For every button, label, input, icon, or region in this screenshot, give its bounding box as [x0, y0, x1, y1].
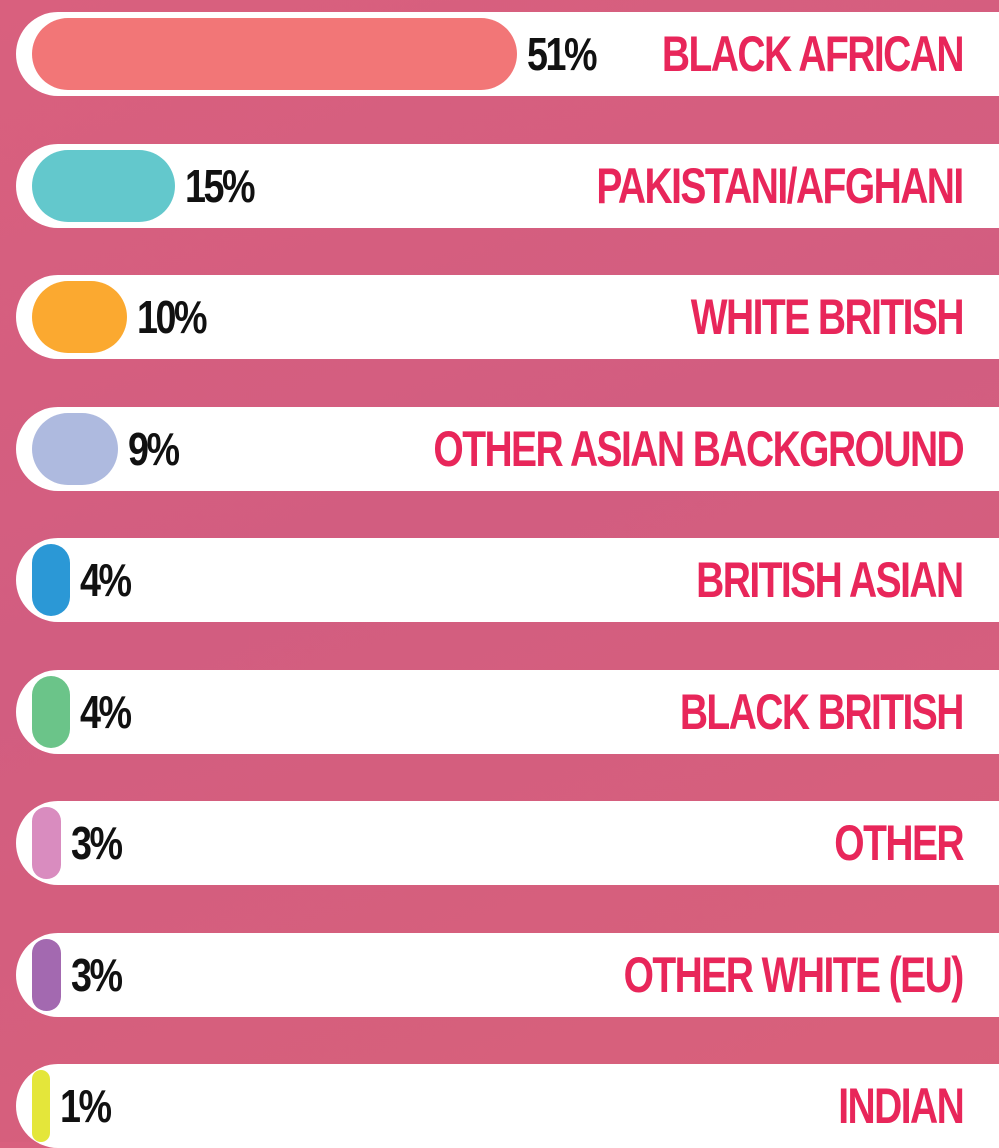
bar-value-label: 10% [137, 291, 208, 343]
bar [32, 281, 127, 353]
bar [32, 807, 61, 879]
bar-row: 9% OTHER ASIAN BACKGROUND [16, 406, 999, 491]
bar [32, 18, 517, 90]
category-label: BLACK BRITISH [679, 683, 965, 740]
bar-row: 10% WHITE BRITISH [16, 275, 999, 359]
bar-value-label: 1% [60, 1080, 112, 1132]
bar-value-label: 3% [70, 817, 123, 869]
bar-row: 4% BRITISH ASIAN [16, 538, 999, 622]
bar-value-label: 4% [80, 685, 132, 738]
bar [32, 412, 118, 485]
category-label: OTHER [834, 815, 964, 871]
bar-row: 15% PAKISTANI/AFGHANI [16, 143, 999, 228]
bar-value-label: 9% [127, 422, 180, 475]
bar [32, 149, 175, 222]
bar [32, 938, 61, 1011]
category-label: WHITE BRITISH [690, 289, 965, 345]
category-label: INDIAN [838, 1078, 965, 1134]
category-label: OTHER WHITE (EU) [623, 946, 965, 1003]
category-label: BLACK AFRICAN [661, 26, 965, 82]
bar [32, 675, 70, 748]
bar-row: 3% OTHER WHITE (EU) [16, 932, 999, 1017]
bar-value-label: 4% [80, 554, 132, 606]
category-label: BRITISH ASIAN [696, 552, 965, 608]
bar-row: 3% OTHER [16, 801, 999, 885]
bar-value-label: 51% [526, 28, 598, 80]
bar-value-label: 3% [70, 948, 123, 1001]
category-label: OTHER ASIAN BACKGROUND [433, 420, 964, 477]
bar-row: 1% INDIAN [16, 1064, 999, 1148]
category-label: PAKISTANI/AFGHANI [596, 157, 965, 214]
bar-row: 51% BLACK AFRICAN [16, 12, 999, 96]
bar [32, 1070, 50, 1142]
bar-value-label: 15% [184, 159, 256, 212]
bar [32, 544, 70, 616]
bar-row: 4% BLACK BRITISH [16, 669, 999, 754]
